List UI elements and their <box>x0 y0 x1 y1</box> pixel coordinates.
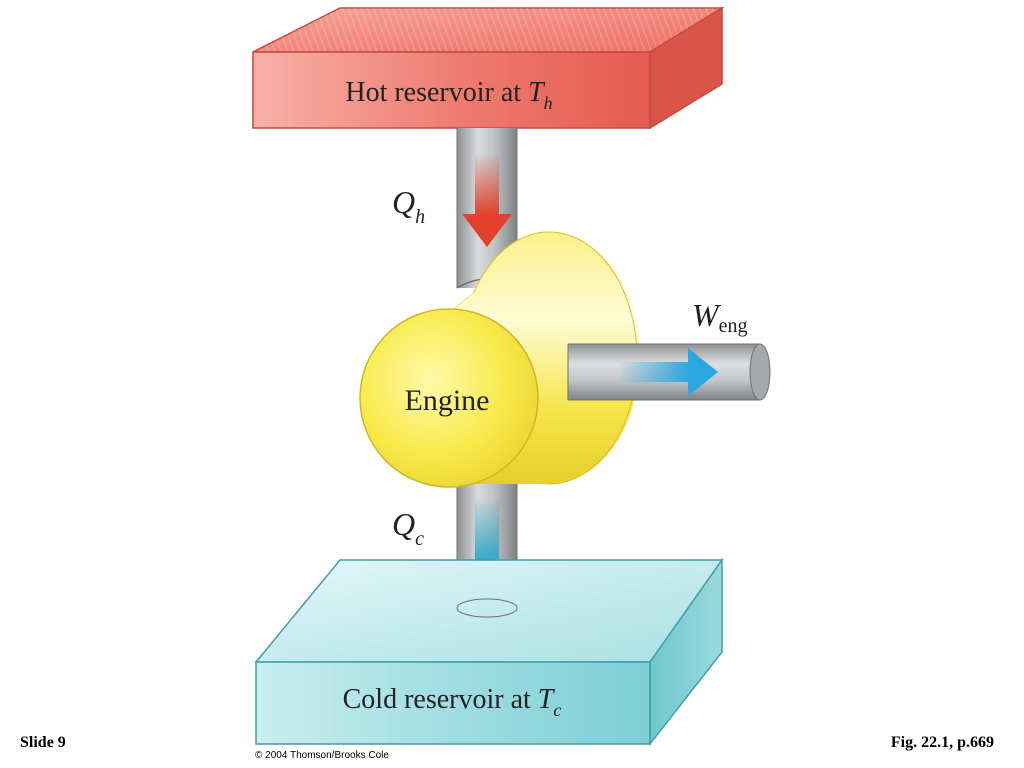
heat-input-label: Qh <box>392 184 425 228</box>
cold-reservoir: Cold reservoir at Tc <box>254 557 724 747</box>
work-output-arrow <box>620 348 718 396</box>
hot-reservoir-label: Hot reservoir at Th <box>345 77 552 113</box>
slide-number: Slide 9 <box>20 734 66 751</box>
heat-input-arrow <box>462 155 512 247</box>
heat-output-label: Qc <box>392 506 424 550</box>
engine-label: Engine <box>405 384 490 417</box>
work-output-label: Weng <box>692 297 748 337</box>
copyright-notice: © 2004 Thomson/Brooks Cole <box>255 750 389 761</box>
work-output-pipe <box>567 343 771 401</box>
figure-reference: Fig. 22.1, p.669 <box>890 734 994 751</box>
cold-reservoir-label: Cold reservoir at Tc <box>343 684 562 720</box>
hot-reservoir: Hot reservoir at Th <box>252 6 725 130</box>
engine: Engine <box>359 231 640 488</box>
